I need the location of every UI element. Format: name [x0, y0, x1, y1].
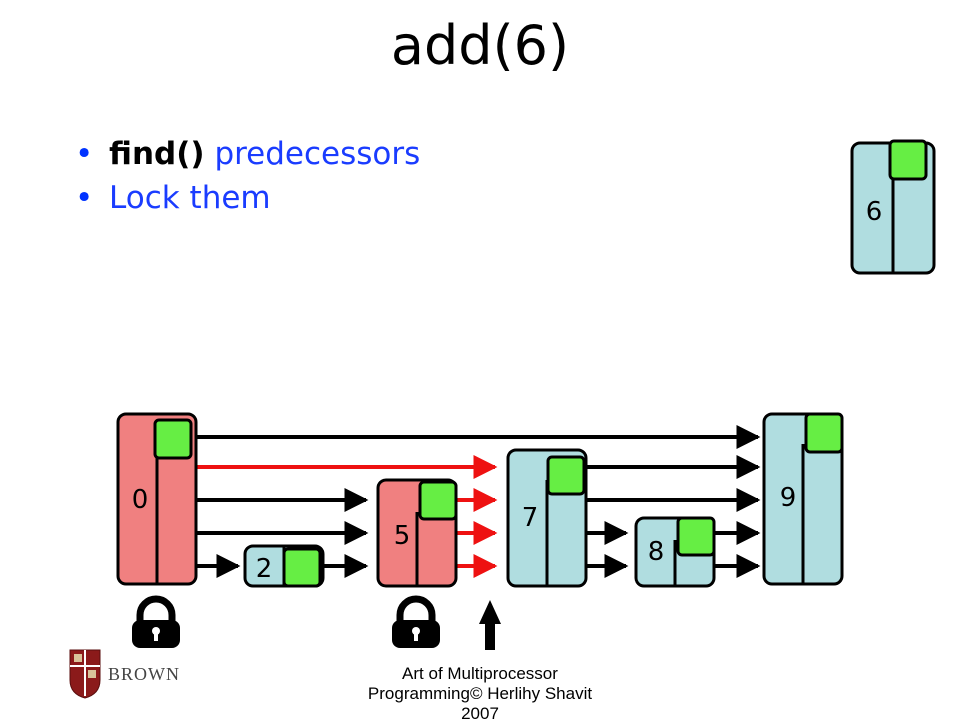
node-mark	[418, 480, 458, 521]
brown-shield-logo	[69, 649, 101, 699]
node-key-label: 2	[256, 554, 273, 584]
bullet-item-1: • find() predecessors	[75, 132, 420, 176]
node-mark	[804, 412, 844, 454]
node-key-label: 0	[132, 485, 149, 515]
node-mark	[888, 139, 928, 181]
bullet-text: Lock them	[109, 180, 271, 216]
footer-line: 2007	[461, 704, 499, 723]
node-mark	[282, 547, 322, 588]
node-5: 5	[376, 478, 458, 588]
bullet-list: • find() predecessors • Lock them	[75, 132, 420, 220]
node-mark	[546, 455, 586, 496]
node-7: 7	[506, 448, 588, 588]
footer: Art of Multiprocessor Programming© Herli…	[340, 664, 620, 724]
node-key-label: 7	[522, 503, 539, 533]
node-mark	[676, 516, 716, 557]
node-key-label: 6	[866, 197, 883, 227]
bullet-keyword: find()	[109, 136, 205, 172]
up-arrow-icon	[479, 600, 501, 650]
slide-title: add(6)	[390, 14, 570, 77]
node-2: 2	[243, 544, 325, 588]
footer-line: Programming© Herlihy Shavit	[367, 684, 593, 703]
footer-line: Art of Multiprocessor	[402, 664, 558, 683]
node-0: 0	[116, 412, 198, 586]
node-8: 8	[634, 516, 716, 588]
node-mark	[153, 418, 193, 460]
bullet-dot: •	[75, 136, 94, 172]
bullet-dot: •	[75, 180, 94, 216]
node-9: 9	[762, 412, 844, 586]
node-key-label: 9	[780, 483, 797, 513]
bullet-item-2: • Lock them	[75, 176, 420, 220]
links	[186, 425, 761, 578]
lock-icon	[392, 595, 440, 648]
new-node-6: 6	[850, 139, 936, 275]
lock-icon	[132, 595, 180, 648]
bullet-text: predecessors	[214, 136, 421, 172]
node-key-label: 8	[648, 537, 665, 567]
logo-text: BROWN	[108, 664, 180, 684]
node-key-label: 5	[394, 521, 411, 551]
